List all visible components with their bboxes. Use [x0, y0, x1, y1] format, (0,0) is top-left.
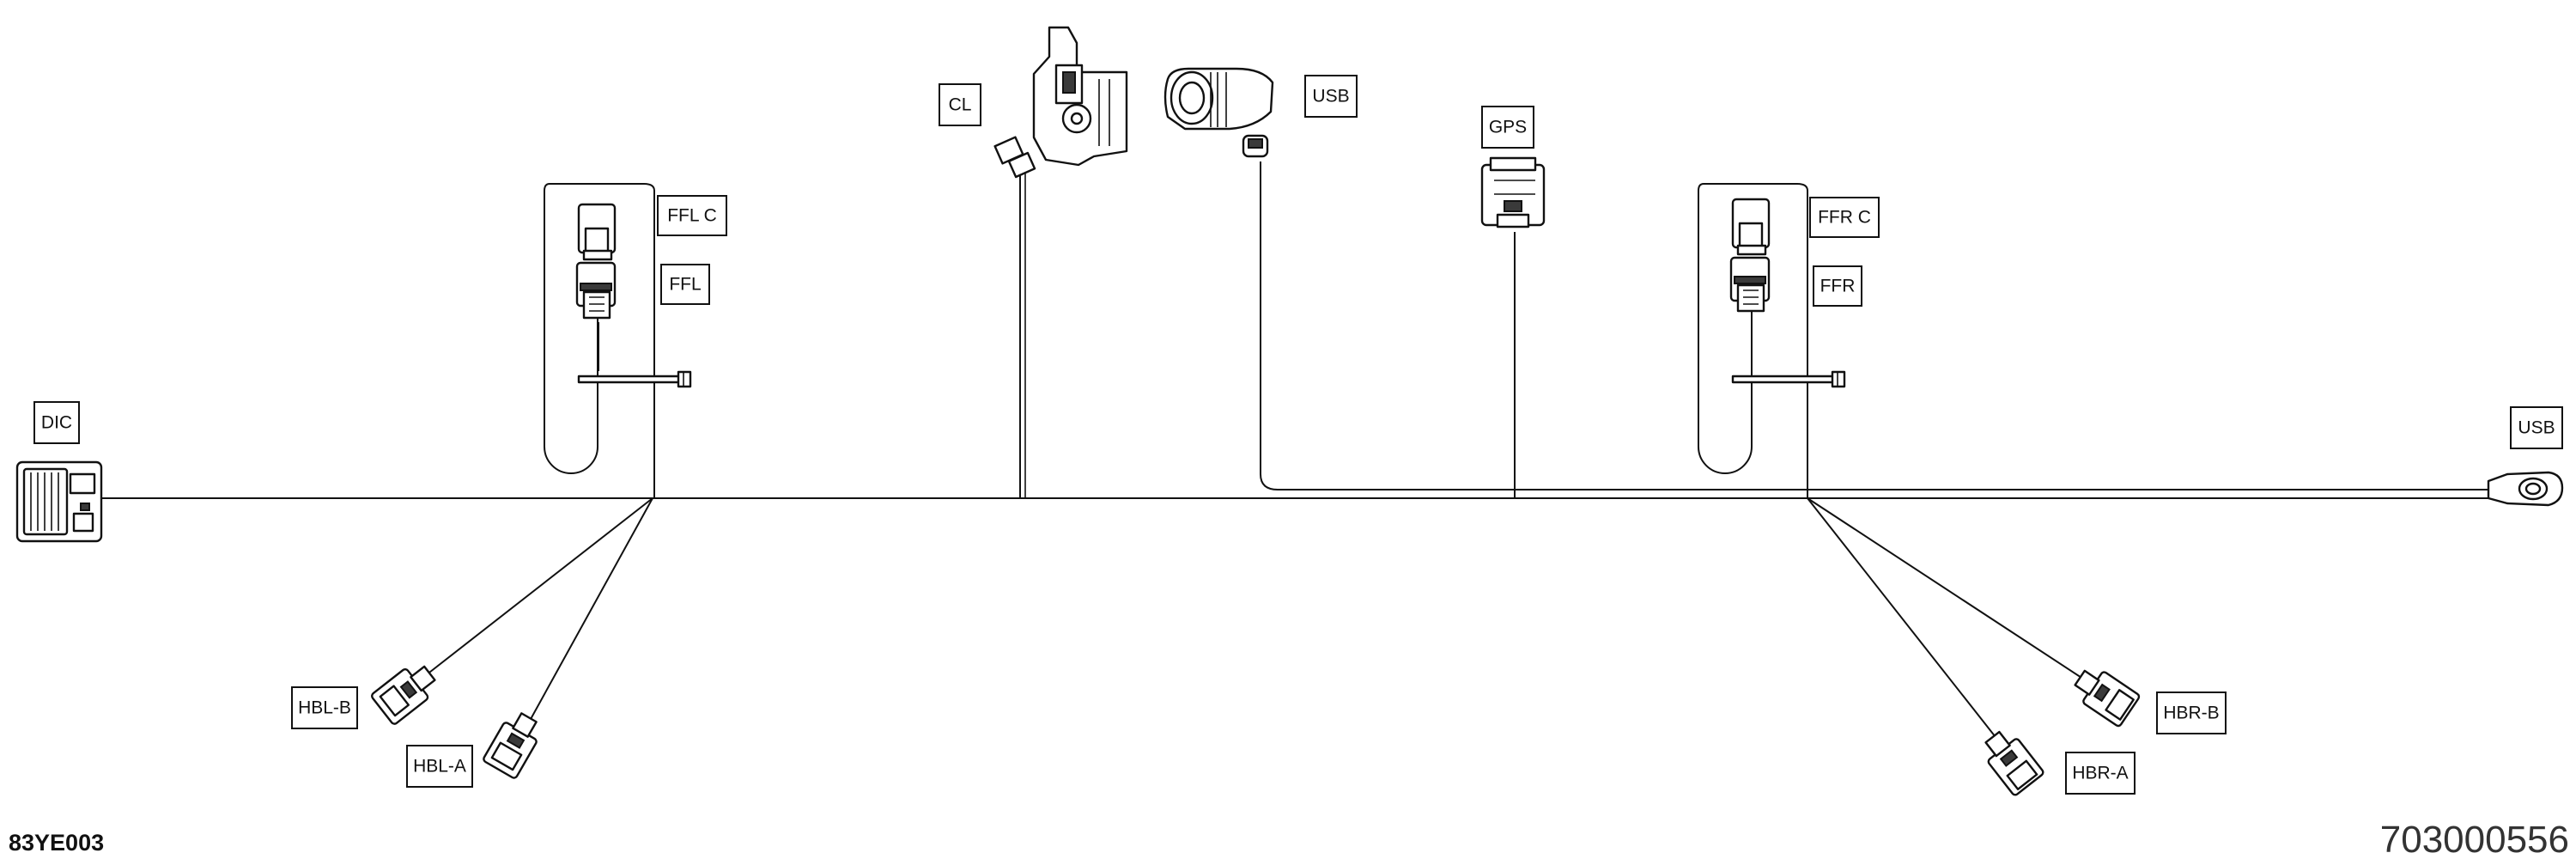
label-ffr: FFR	[1813, 265, 1862, 307]
label-usb-right: USB	[2510, 406, 2563, 449]
label-usb-top-text: USB	[1312, 87, 1349, 107]
part-number-right: 703000556	[2380, 819, 2569, 859]
label-hbr-b-text: HBR-B	[2163, 704, 2219, 723]
label-ffr-c-text: FFR C	[1818, 208, 1871, 228]
label-hbr-b: HBR-B	[2156, 691, 2227, 734]
usb-right-connector	[2487, 471, 2564, 507]
ffr-loop-wire	[1698, 183, 1808, 474]
hbr-a-branch-wire	[1807, 497, 2006, 750]
label-usb-right-text: USB	[2518, 418, 2555, 438]
label-cl-text: CL	[949, 95, 972, 115]
cl-connector	[993, 26, 1128, 179]
hbl-b-connector	[370, 665, 436, 725]
label-hbl-a-text: HBL-A	[413, 757, 466, 777]
label-ffl-c: FFL C	[657, 195, 727, 236]
label-gps: GPS	[1481, 106, 1534, 149]
wires	[101, 161, 2488, 750]
ffl-c-connector	[577, 203, 617, 261]
hbl-a-branch-wire	[525, 497, 653, 729]
ffl-loop-wire	[544, 183, 655, 474]
figure-code-left: 83YE003	[9, 830, 104, 856]
usb-top-connector	[1163, 67, 1274, 158]
hbl-b-branch-wire	[425, 497, 653, 676]
label-hbl-a: HBL-A	[406, 745, 473, 788]
hbl-a-connector	[483, 712, 538, 779]
label-dic: DIC	[33, 401, 80, 444]
label-hbr-a-text: HBR-A	[2072, 764, 2128, 783]
hbr-a-connector	[1984, 730, 2044, 796]
label-dic-text: DIC	[41, 413, 72, 433]
label-usb-top: USB	[1304, 75, 1358, 118]
ffl-connector	[575, 261, 617, 320]
hbr-b-branch-wire	[1807, 497, 2094, 686]
label-gps-text: GPS	[1489, 118, 1527, 137]
ffr-c-connector	[1731, 198, 1771, 256]
usb-route-wire	[1260, 161, 2488, 490]
label-ffr-c: FFR C	[1809, 197, 1880, 238]
gps-connector	[1480, 156, 1546, 228]
hbr-b-connector	[2074, 669, 2141, 728]
ffr-connector	[1729, 256, 1771, 313]
cable-tie-left	[577, 370, 692, 388]
label-hbl-b: HBL-B	[291, 686, 358, 729]
label-hbr-a: HBR-A	[2065, 752, 2136, 795]
label-ffl-text: FFL	[669, 275, 701, 295]
label-ffl: FFL	[660, 264, 710, 305]
label-hbl-b-text: HBL-B	[298, 698, 351, 718]
label-ffl-c-text: FFL C	[667, 206, 717, 226]
label-ffr-text: FFR	[1820, 277, 1856, 296]
cable-tie-right	[1731, 370, 1846, 388]
label-cl: CL	[939, 83, 981, 126]
dic-connector	[15, 460, 103, 543]
